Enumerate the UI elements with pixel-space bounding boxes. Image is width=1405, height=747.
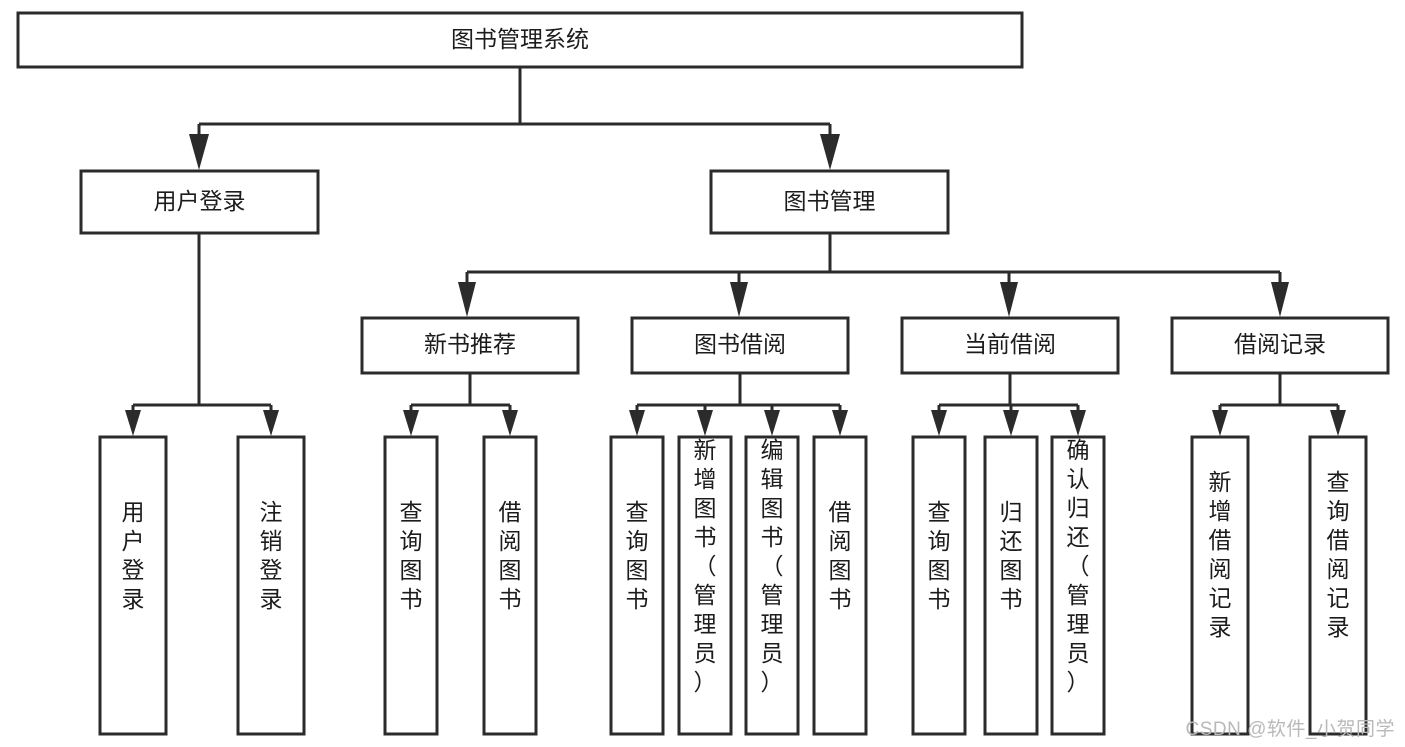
node-leaf-query-book-2-label: 查询图书: [626, 499, 649, 612]
node-root[interactable]: 图书管理系统: [16, 11, 1024, 69]
node-book-borrow[interactable]: 图书借阅: [630, 316, 850, 375]
node-leaf-user-logout-box[interactable]: [236, 435, 306, 736]
node-leaf-user-login-label: 用户登录: [122, 499, 145, 612]
node-leaf-query-book-1-box[interactable]: [383, 435, 439, 736]
connector-layer: [125, 67, 1346, 436]
node-current-borrow-box[interactable]: [900, 316, 1120, 375]
node-leaf-return-book-box[interactable]: [983, 435, 1039, 736]
node-new-book-recommend-label: 新书推荐: [424, 331, 516, 357]
node-leaf-user-logout-label: 注销登录: [260, 499, 283, 612]
node-leaf-edit-book-label: 编辑图书（管理员）: [761, 437, 784, 695]
arrow-head-leaf-confirm-return: [1070, 410, 1086, 436]
node-new-book-recommend-box[interactable]: [360, 316, 580, 375]
node-leaf-add-book[interactable]: 新增图书（管理员）: [677, 435, 733, 736]
node-book-management-label: 图书管理: [784, 188, 876, 214]
node-book-management[interactable]: 图书管理: [709, 169, 950, 235]
arrow-head-leaf-edit-book: [764, 410, 780, 436]
node-leaf-query-book-2[interactable]: 查询图书: [609, 435, 665, 736]
node-leaf-return-book[interactable]: 归还图书: [983, 435, 1039, 736]
node-user-login[interactable]: 用户登录: [79, 169, 320, 235]
node-leaf-query-book-3-box[interactable]: [911, 435, 967, 736]
node-book-borrow-label: 图书借阅: [694, 331, 786, 357]
node-leaf-edit-book-box[interactable]: [744, 435, 800, 736]
node-leaf-query-record-box[interactable]: [1308, 435, 1368, 736]
arrow-head-borrow-record: [1271, 282, 1289, 317]
arrow-head-leaf-return-book: [1003, 410, 1019, 436]
node-leaf-user-login[interactable]: 用户登录: [98, 435, 168, 736]
node-root-box[interactable]: [16, 11, 1024, 69]
node-leaf-borrow-book-1-label: 借阅图书: [499, 499, 522, 612]
node-leaf-borrow-book-1-box[interactable]: [482, 435, 538, 736]
node-root-label: 图书管理系统: [451, 26, 589, 52]
node-user-login-label: 用户登录: [154, 188, 246, 214]
node-new-book-recommend[interactable]: 新书推荐: [360, 316, 580, 375]
arrow-head-leaf-add-book: [697, 410, 713, 436]
node-leaf-user-login-box[interactable]: [98, 435, 168, 736]
node-book-management-box[interactable]: [709, 169, 950, 235]
node-leaf-query-book-1-label: 查询图书: [400, 499, 423, 612]
arrow-head-leaf-user-logout: [263, 410, 279, 436]
arrow-head-leaf-query-book-1: [403, 410, 419, 436]
arrow-head-leaf-query-book-3: [931, 410, 947, 436]
node-leaf-add-record-label: 新增借阅记录: [1209, 469, 1232, 640]
node-leaf-add-record-box[interactable]: [1190, 435, 1250, 736]
arrow-head-leaf-add-record: [1212, 410, 1228, 436]
arrow-head-leaf-query-record: [1330, 410, 1346, 436]
node-leaf-user-logout[interactable]: 注销登录: [236, 435, 306, 736]
node-leaf-borrow-book-2-label: 借阅图书: [829, 499, 852, 612]
arrow-head-leaf-query-book-2: [629, 410, 645, 436]
node-leaf-confirm-return-box[interactable]: [1050, 435, 1106, 736]
node-leaf-borrow-book-2[interactable]: 借阅图书: [812, 435, 868, 736]
node-current-borrow[interactable]: 当前借阅: [900, 316, 1120, 375]
node-leaf-edit-book[interactable]: 编辑图书（管理员）: [744, 435, 800, 736]
node-leaf-query-book-2-box[interactable]: [609, 435, 665, 736]
node-leaf-query-book-1[interactable]: 查询图书: [383, 435, 439, 736]
node-leaf-return-book-label: 归还图书: [1000, 499, 1023, 612]
node-borrow-record-box[interactable]: [1170, 316, 1390, 375]
node-leaf-borrow-book-2-box[interactable]: [812, 435, 868, 736]
arrow-head-new-book-recommend: [458, 282, 476, 317]
node-leaf-query-book-3-label: 查询图书: [928, 499, 951, 612]
node-leaf-add-record[interactable]: 新增借阅记录: [1190, 435, 1250, 736]
arrow-head-leaf-borrow-book-1: [502, 410, 518, 436]
node-leaf-add-book-box[interactable]: [677, 435, 733, 736]
arrow-head-current-borrow: [1000, 282, 1018, 317]
arrow-head-leaf-borrow-book-2: [832, 410, 848, 436]
arrow-head-book-borrow: [730, 282, 748, 317]
node-leaf-query-record[interactable]: 查询借阅记录: [1308, 435, 1368, 736]
arrow-head-user-login: [189, 134, 209, 170]
arrow-head-book-management: [820, 134, 840, 170]
node-leaf-add-book-label: 新增图书（管理员）: [694, 437, 717, 695]
node-leaf-query-book-3[interactable]: 查询图书: [911, 435, 967, 736]
node-user-login-box[interactable]: [79, 169, 320, 235]
node-current-borrow-label: 当前借阅: [964, 331, 1056, 357]
node-book-borrow-box[interactable]: [630, 316, 850, 375]
node-leaf-query-record-label: 查询借阅记录: [1327, 469, 1350, 640]
node-leaf-confirm-return-label: 确认归还（管理员）: [1067, 437, 1090, 695]
node-leaf-confirm-return[interactable]: 确认归还（管理员）: [1050, 435, 1106, 736]
arrow-head-leaf-user-login: [125, 410, 141, 436]
node-borrow-record-label: 借阅记录: [1234, 331, 1326, 357]
node-borrow-record[interactable]: 借阅记录: [1170, 316, 1390, 375]
node-leaf-borrow-book-1[interactable]: 借阅图书: [482, 435, 538, 736]
